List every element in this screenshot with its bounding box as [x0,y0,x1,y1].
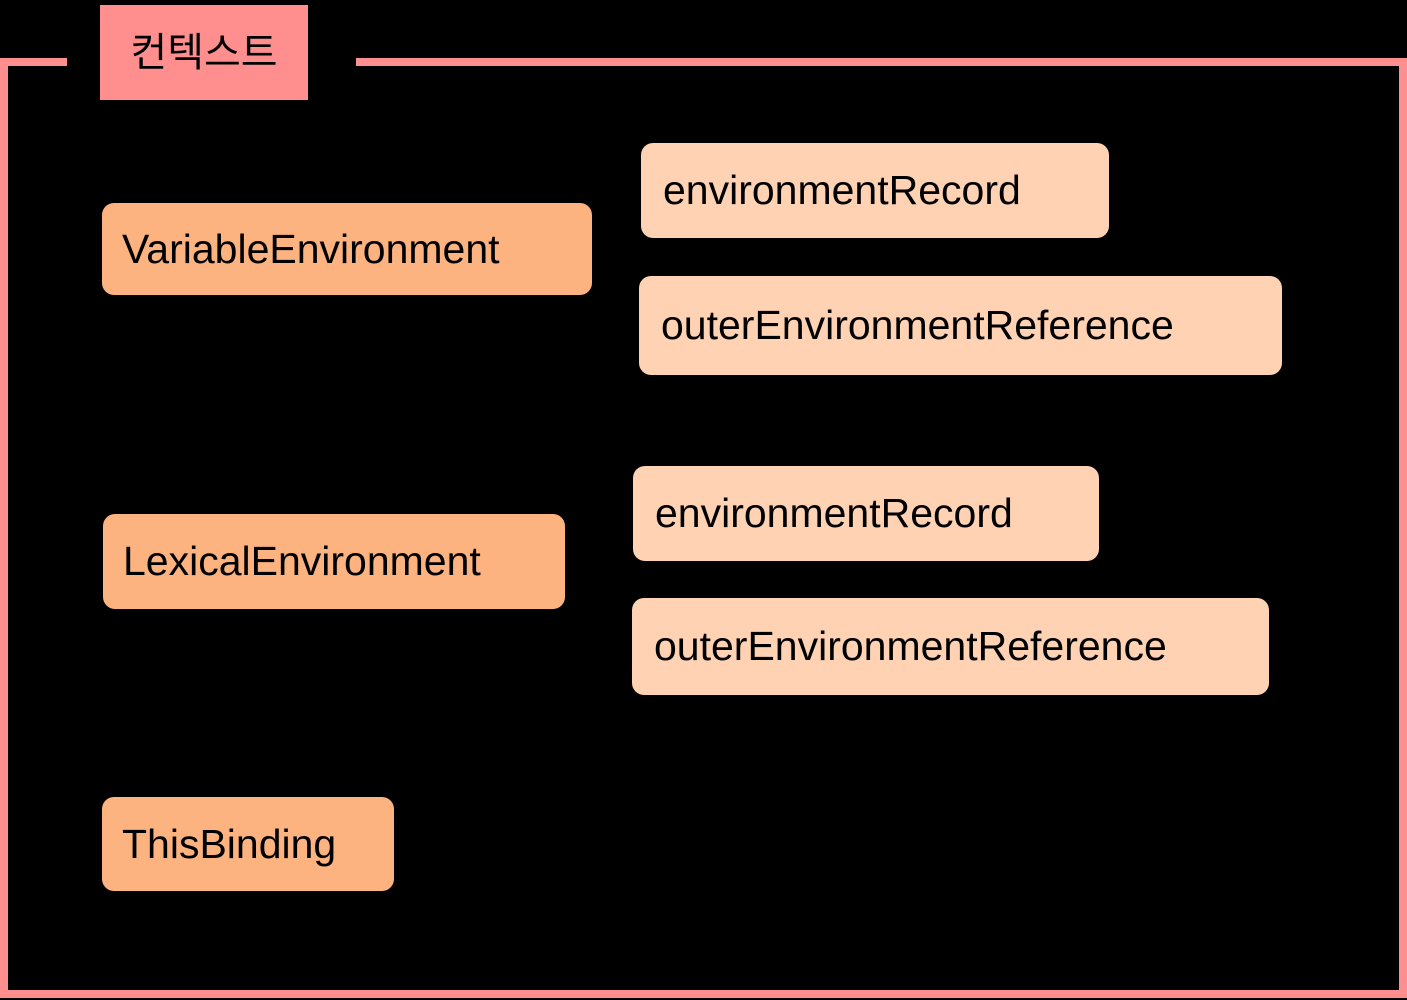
frame-border-left [0,58,8,998]
frame-border-bottom [0,990,1407,998]
node-variable-environment-outer-environment-reference-label: outerEnvironmentReference [661,302,1174,348]
node-lexical-environment-environment-record: environmentRecord [633,466,1099,561]
node-lexical-environment-environment-record-label: environmentRecord [655,490,1013,536]
node-lexical-environment-label: LexicalEnvironment [123,538,481,584]
node-variable-environment-label: VariableEnvironment [122,225,500,272]
node-lexical-environment-outer-environment-reference: outerEnvironmentReference [632,598,1269,695]
node-variable-environment-outer-environment-reference: outerEnvironmentReference [639,276,1282,375]
node-this-binding-label: ThisBinding [122,820,337,867]
node-lexical-environment: LexicalEnvironment [103,514,565,609]
node-variable-environment-environment-record: environmentRecord [641,143,1109,238]
context-frame-label-text: 컨텍스트 [130,30,278,75]
context-frame-label: 컨텍스트 [100,5,308,100]
frame-border-top-left [0,58,67,66]
node-variable-environment-environment-record-label: environmentRecord [663,167,1021,213]
node-lexical-environment-outer-environment-reference-label: outerEnvironmentReference [654,623,1167,669]
node-this-binding: ThisBinding [102,797,394,891]
frame-border-right [1399,58,1407,998]
node-variable-environment: VariableEnvironment [102,203,592,295]
frame-border-top-right [356,58,1407,66]
